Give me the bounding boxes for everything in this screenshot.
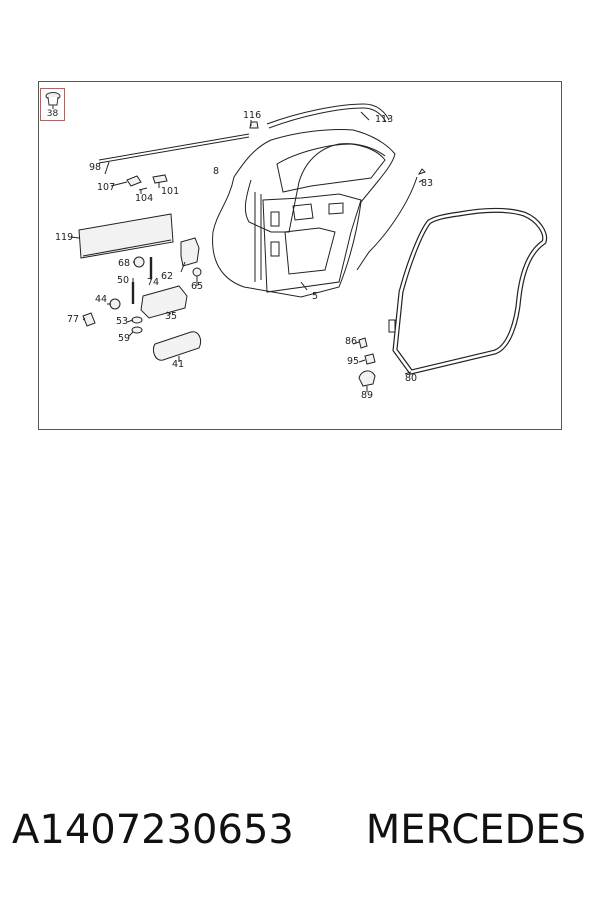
door-edge-lines (254, 192, 262, 282)
bushing-68-icon (133, 256, 145, 268)
belt-moulding-98-edge (98, 136, 250, 164)
seal-clip-bracket (388, 319, 396, 333)
callout-104: 104 (135, 193, 153, 204)
callout-53: 53 (116, 316, 128, 327)
callout-5: 5 (312, 291, 318, 302)
insulation-bottom-edge (82, 239, 172, 257)
callout-89: 89 (361, 390, 373, 401)
highlighted-part-thumbnail[interactable]: 38 (40, 88, 65, 121)
cable-83-end (417, 168, 426, 175)
callout-101: 101 (161, 186, 179, 197)
callout-113: 113 (375, 114, 393, 125)
callout-50: 50 (117, 275, 129, 286)
callout-35: 35 (165, 311, 177, 322)
highlighted-part-number: 38 (46, 109, 59, 119)
callout-8: 8 (213, 166, 219, 177)
door-seal-80-inner (393, 208, 546, 374)
screw-44-icon (109, 298, 121, 310)
clip-86-icon (358, 337, 368, 349)
clip-107-icon (126, 175, 142, 187)
bumper-89-icon (358, 370, 376, 387)
window-channel-strip-inner (268, 107, 387, 129)
callout-107: 107 (97, 182, 115, 193)
callout-44: 44 (95, 294, 107, 305)
washer-59-icon (131, 326, 143, 334)
belt-moulding-98 (98, 133, 250, 161)
callout-68: 68 (118, 258, 130, 269)
window-channel-strip (266, 103, 390, 125)
rear-door-outer-shell (212, 129, 396, 298)
insulation-sheet-119 (78, 213, 174, 259)
brand-name: MERCEDES (365, 807, 586, 853)
callout-62: 62 (161, 271, 173, 282)
callout-65: 65 (191, 281, 203, 292)
door-inner-panel (262, 193, 362, 293)
callout-83: 83 (421, 178, 433, 189)
callout-86: 86 (345, 336, 357, 347)
clip-104-icon (138, 187, 148, 191)
clip-101-icon (152, 174, 168, 184)
door-seal-80 (392, 207, 548, 375)
clip-95-icon (364, 353, 376, 365)
callout-77: 77 (67, 314, 79, 325)
grommet-icon (45, 92, 61, 109)
callout-116: 116 (243, 110, 261, 121)
parts-diagram: 116 113 98 8 83 107 101 104 119 68 62 50… (38, 81, 562, 430)
bracket-77-icon (82, 312, 96, 327)
leader-lines (70, 111, 424, 392)
door-check-35-icon (140, 285, 188, 319)
hinge-62-icon (180, 237, 200, 267)
window-opening (276, 143, 386, 193)
washer-53-icon (131, 316, 143, 324)
callout-98: 98 (89, 162, 101, 173)
callout-80: 80 (405, 373, 417, 384)
part-number: A1407230653 (12, 807, 294, 853)
inner-panel-cutout (284, 227, 336, 275)
callout-59: 59 (118, 333, 130, 344)
callout-95: 95 (347, 356, 359, 367)
exploded-view-drawing: 116 113 98 8 83 107 101 104 119 68 62 50… (55, 103, 548, 401)
callout-74: 74 (147, 277, 159, 288)
cap-41-icon (152, 331, 202, 361)
door-window-frame (244, 143, 386, 233)
callout-119: 119 (55, 232, 73, 243)
lock-mechanism (270, 211, 280, 257)
cable-83 (356, 176, 418, 271)
footer-caption: A1407230653 MERCEDES (0, 795, 600, 875)
clip-116-icon (249, 121, 259, 129)
bolt-65-icon (192, 267, 202, 277)
inner-panel-openings (292, 202, 344, 221)
callout-41: 41 (172, 359, 184, 370)
